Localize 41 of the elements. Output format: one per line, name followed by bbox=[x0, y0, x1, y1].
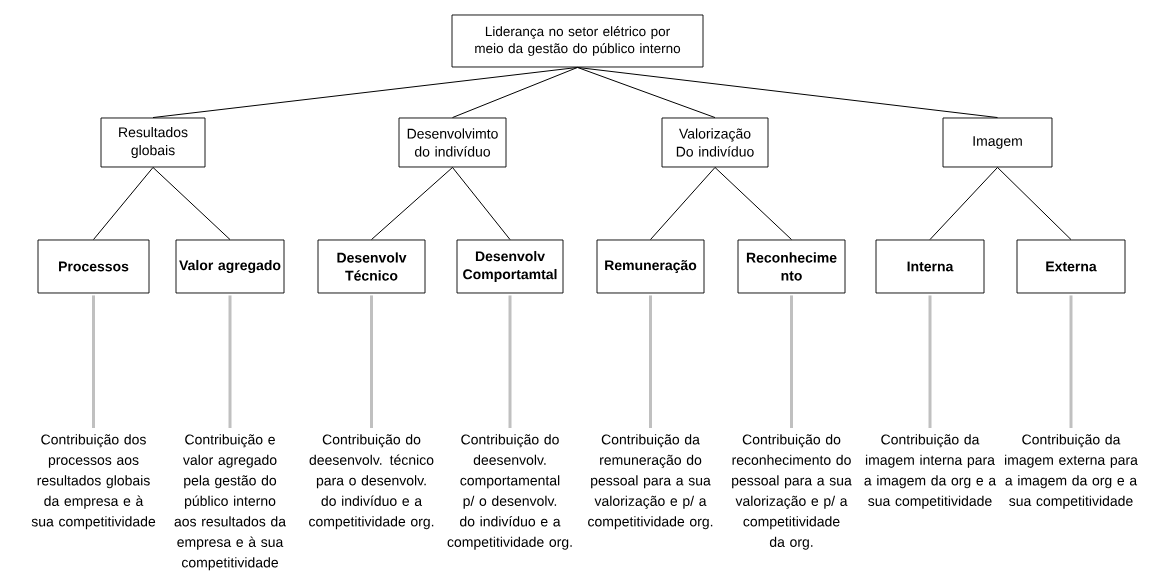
connector-line bbox=[452, 66, 578, 119]
category-box: Valor agregado bbox=[175, 239, 285, 294]
description-text: Contribuição da imagem interna para a imagem da org e a sua competitividade bbox=[864, 434, 997, 509]
description-text: Contribuição e valor agregado pela gestão do público interno aos resultados da empresa e à sua competitividade bbox=[174, 434, 287, 571]
category-box: Liderança no setor elétrico por meio da gestão do público interno bbox=[451, 14, 704, 68]
description-text: Contribuição da remuneração do pessoal para a sua valorização e p/ a competitividade org. bbox=[588, 434, 713, 530]
connector-line bbox=[997, 166, 1072, 241]
connector-line bbox=[371, 166, 453, 241]
category-box: Processos bbox=[37, 239, 150, 294]
connector-line bbox=[650, 166, 716, 241]
connector-line bbox=[228, 295, 232, 428]
connector-line bbox=[452, 166, 511, 241]
category-box: Desenvolvimto do indivíduo bbox=[398, 117, 507, 168]
category-box: Externa bbox=[1016, 239, 1126, 294]
category-box: Desenvolv Técnico bbox=[317, 239, 426, 294]
connector-line bbox=[577, 66, 998, 119]
connector-line bbox=[928, 295, 932, 428]
category-box: Resultados globais bbox=[100, 117, 206, 168]
category-box: Remuneração bbox=[596, 239, 705, 294]
connector-line bbox=[93, 166, 154, 241]
connector-line bbox=[92, 295, 95, 428]
connector-line bbox=[508, 295, 512, 428]
description-text: Contribuição da imagem externa para a imagem da org e a sua competitividade bbox=[1005, 434, 1138, 509]
connector-line bbox=[649, 295, 652, 428]
category-box: Desenvolv Comportamtal bbox=[456, 239, 564, 294]
connector-line bbox=[1069, 295, 1073, 428]
connector-line bbox=[577, 66, 716, 119]
connector-line bbox=[714, 166, 792, 241]
connector-line bbox=[790, 295, 793, 428]
description-text: Contribuição do deesenvolv. comportamental p/ o desenvolv. do indivíduo e a competitividade org. bbox=[447, 434, 572, 550]
connector-line bbox=[929, 166, 998, 241]
description-text: Contribuição dos processos aos resultados globais da empresa e à sua competitividade bbox=[31, 434, 156, 530]
connector-line bbox=[370, 295, 373, 428]
category-box: Reconhecime nto bbox=[737, 239, 846, 294]
connector-line bbox=[152, 166, 231, 241]
category-box: Valorização Do indivíduo bbox=[661, 117, 769, 168]
category-box: Imagem bbox=[942, 117, 1053, 168]
description-text: Contribuição do reconhecimento do pessoal para a sua valorização e p/ a competitividade da org. bbox=[732, 434, 852, 550]
description-text: Contribuição do deesenvolv. técnico para o desenvolv. do indivíduo e a competitividade org. bbox=[309, 434, 434, 530]
category-box: Interna bbox=[875, 239, 985, 294]
connector-line bbox=[152, 66, 578, 119]
